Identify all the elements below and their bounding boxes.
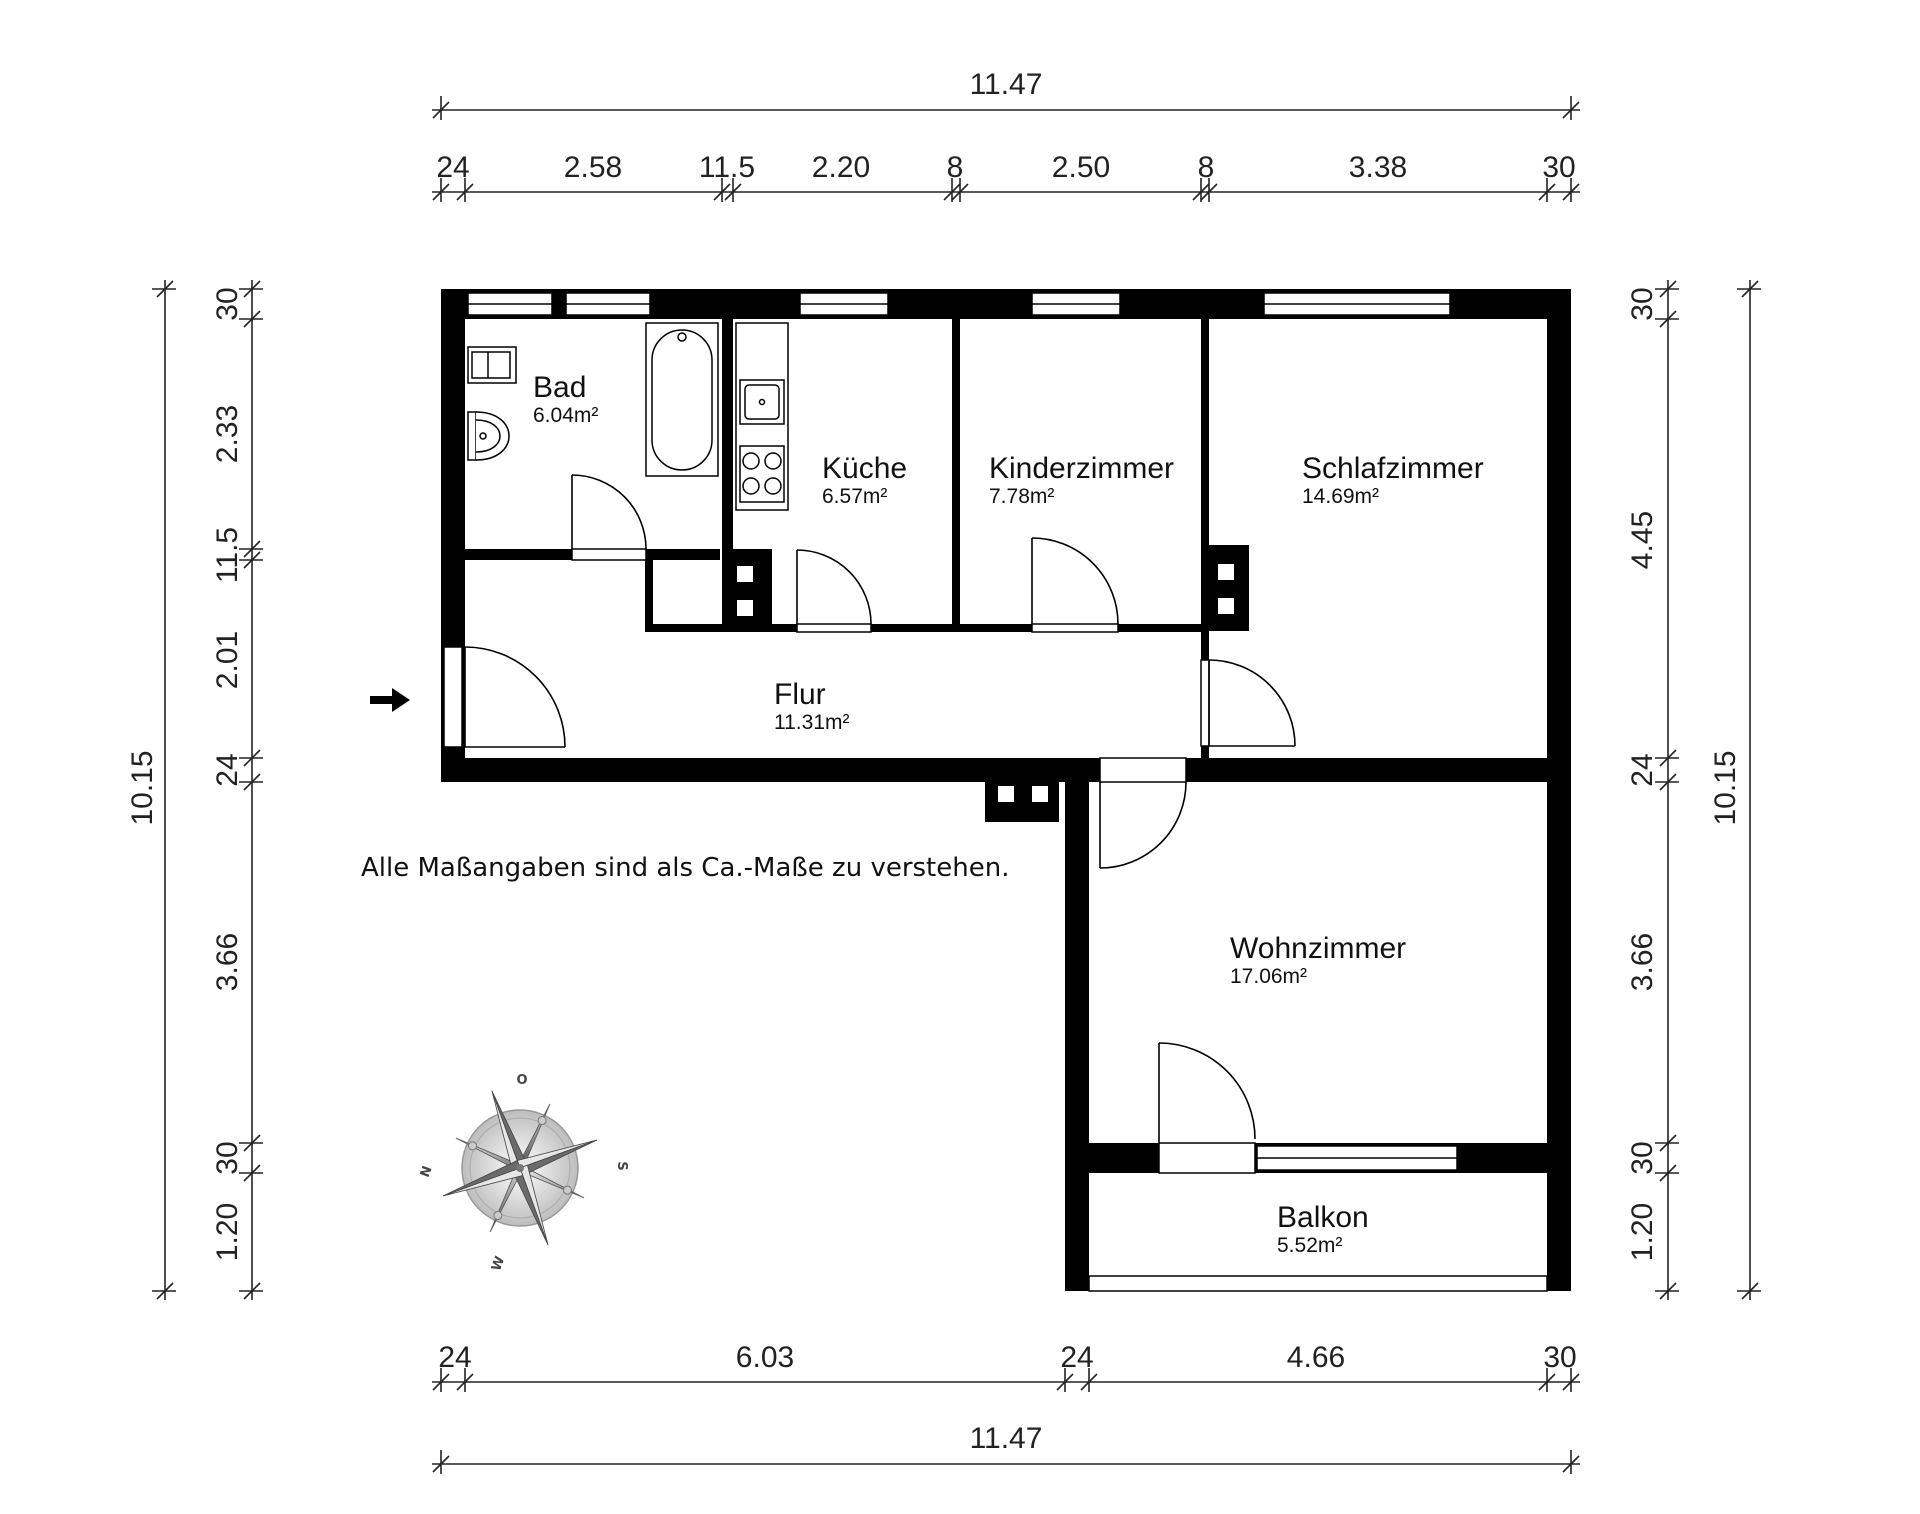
room-area-schlafzimmer: 14.69m² <box>1302 485 1379 508</box>
top-dimension-3: 11.5 <box>699 151 755 184</box>
bathroom-fixtures <box>467 322 719 477</box>
room-area-wohnzimmer: 17.06m² <box>1230 965 1307 988</box>
right-dimension-3: 24 <box>1626 753 1659 786</box>
room-area-bad: 6.04m² <box>533 404 598 427</box>
stove-icon <box>739 445 785 503</box>
measurement-note: Alle Maßangaben sind als Ca.-Maße zu ver… <box>361 853 1009 883</box>
right-dimension-1: 30 <box>1626 287 1659 320</box>
bottom-dimension-1: 24 <box>438 1341 471 1374</box>
shaft-holes <box>737 564 1234 802</box>
right-total-dimension: 10.15 <box>1709 750 1742 825</box>
right-dimension-2: 4.45 <box>1626 511 1659 569</box>
top-total-dimension: 11.47 <box>970 68 1043 101</box>
left-dimension-5: 24 <box>211 753 244 786</box>
door-openings <box>571 548 1256 1174</box>
toilet-icon <box>467 346 517 384</box>
top-dimension-4: 2.20 <box>812 151 870 184</box>
dimension-lines <box>152 96 1761 1474</box>
left-dimension-2: 2.33 <box>211 405 244 463</box>
compass-rose-icon: O S W N <box>418 1073 629 1273</box>
right-dimension-6: 1.20 <box>1626 1203 1659 1261</box>
bottom-total-dimension: 11.47 <box>970 1422 1043 1455</box>
top-dimension-5: 8 <box>947 151 964 184</box>
compass-letter-o: O <box>516 1073 527 1088</box>
windows <box>443 292 1548 1292</box>
right-dimension-4: 3.66 <box>1626 933 1659 991</box>
room-name-flur: Flur <box>774 678 826 711</box>
room-name-wohnzimmer: Wohnzimmer <box>1230 932 1406 965</box>
bottom-dimension-5: 30 <box>1543 1341 1576 1374</box>
left-dimension-1: 30 <box>211 287 244 320</box>
room-area-kinderzimmer: 7.78m² <box>989 485 1054 508</box>
compass-letter-n: N <box>418 1164 436 1179</box>
left-dimension-6: 3.66 <box>211 933 244 991</box>
room-area-kueche: 6.57m² <box>822 485 887 508</box>
bottom-dimension-4: 4.66 <box>1287 1341 1345 1374</box>
top-dimension-9: 30 <box>1542 151 1575 184</box>
right-dimension-5: 30 <box>1626 1141 1659 1174</box>
kitchen-fixtures <box>735 322 789 511</box>
compass-letter-w: W <box>489 1254 508 1273</box>
room-name-bad: Bad <box>533 371 586 404</box>
bottom-dimension-3: 24 <box>1060 1341 1093 1374</box>
room-name-schlafzimmer: Schlafzimmer <box>1302 452 1484 485</box>
left-dimension-4: 2.01 <box>211 631 244 689</box>
room-name-kinderzimmer: Kinderzimmer <box>989 452 1174 485</box>
room-name-balkon: Balkon <box>1277 1201 1369 1234</box>
top-dimension-1: 24 <box>436 151 469 184</box>
bathtub-icon <box>645 322 719 477</box>
room-area-flur: 11.31m² <box>774 711 849 734</box>
room-area-balkon: 5.52m² <box>1277 1234 1342 1257</box>
room-name-kueche: Küche <box>822 452 907 485</box>
left-dimension-3: 11.5 <box>211 527 244 583</box>
top-dimension-6: 2.50 <box>1052 151 1110 184</box>
top-dimension-2: 2.58 <box>564 151 622 184</box>
compass-letter-s: S <box>614 1161 629 1170</box>
left-dimension-8: 1.20 <box>211 1203 244 1261</box>
left-total-dimension: 10.15 <box>126 750 159 825</box>
top-dimension-8: 3.38 <box>1349 151 1407 184</box>
top-dimension-7: 8 <box>1198 151 1215 184</box>
bottom-dimension-2: 6.03 <box>736 1341 794 1374</box>
left-dimension-7: 30 <box>211 1141 244 1174</box>
top-ticks <box>432 178 1580 202</box>
door-swings <box>464 474 1296 1143</box>
sink-icon <box>739 379 785 425</box>
entrance-arrow-icon <box>370 688 410 712</box>
sink-icon <box>467 411 510 461</box>
